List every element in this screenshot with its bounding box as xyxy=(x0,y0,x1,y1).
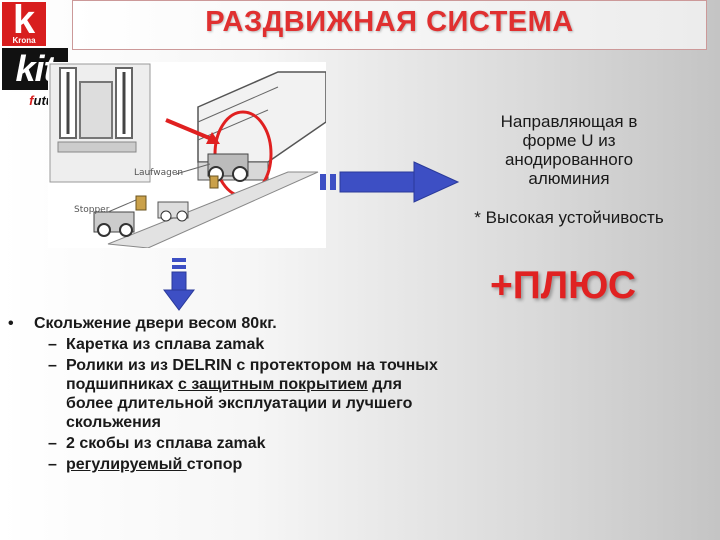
list-item-underlined: регулируемый xyxy=(66,456,187,473)
arrow-right-icon xyxy=(320,161,460,203)
list-item: регулируемый стопор xyxy=(8,455,448,474)
list-item: Каретка из сплава zamak xyxy=(8,335,448,354)
list-item: 2 скобы из сплава zamak xyxy=(8,434,448,453)
list-item: Скольжение двери весом 80кг. xyxy=(8,314,448,333)
list-item-text: Ролики из из DELRIN с протектором на точ… xyxy=(66,357,438,393)
logo-k-sub: Krona xyxy=(12,36,36,45)
logo-futura-first: f xyxy=(29,93,34,108)
diagram-drawing: Laufwagen Stopper xyxy=(49,63,327,249)
logo-k-block: k Krona xyxy=(2,0,46,46)
list-item: Ролики из из DELRIN с протектором на точ… xyxy=(8,356,448,432)
label-stopper: Stopper xyxy=(74,205,110,215)
list-item-underlined: с защитным покрытием xyxy=(177,376,368,393)
sliding-system-diagram: Laufwagen Stopper xyxy=(48,62,327,249)
label-laufwagen: Laufwagen xyxy=(134,168,183,178)
guide-rail-text: Направляющая в форме U из анодированного… xyxy=(500,112,638,188)
list-item-text: стопор xyxy=(186,456,243,473)
slide-title: РАЗДВИЖНАЯ СИСТЕМА xyxy=(205,6,574,38)
title-frame xyxy=(72,0,707,50)
logo-kit: kit xyxy=(2,48,68,90)
feature-list: Скольжение двери весом 80кг. Каретка из … xyxy=(8,314,448,474)
stability-text: * Высокая устойчивость xyxy=(474,208,664,227)
plus-heading: +ПЛЮС xyxy=(490,264,637,307)
logo-k-letter: k xyxy=(12,0,36,42)
arrow-down-icon xyxy=(163,258,195,311)
list-item-text: для более длительной эксплуатации и лучш… xyxy=(66,376,413,431)
